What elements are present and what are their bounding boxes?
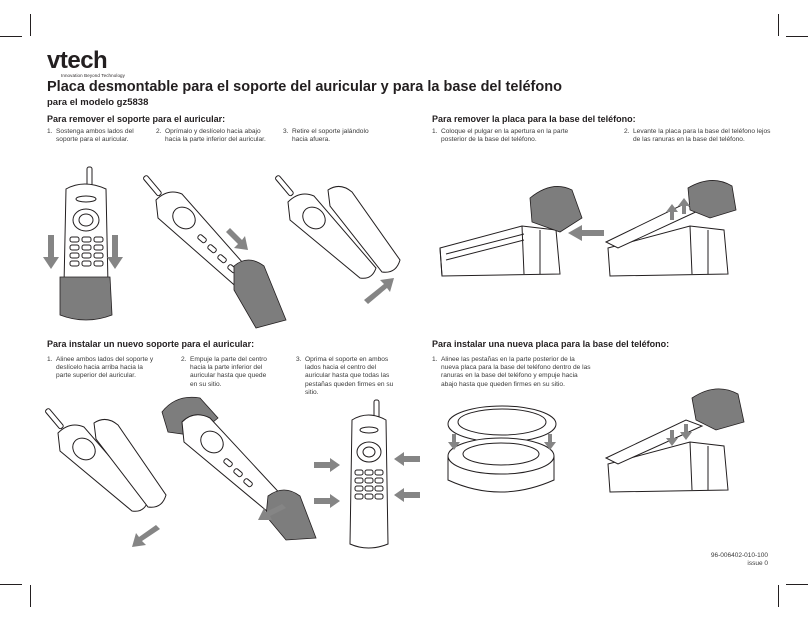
arrow-up-icon [678,198,690,214]
step-text: Retire el soporte jalándolo hacia afuera… [292,128,369,144]
arrow-down-right-icon [226,228,248,250]
crop-mark [786,584,808,585]
step-text: Oprímalo y deslícelo hacia abajo hacia l… [165,128,266,144]
crop-mark [786,36,808,37]
arrow-left-icon [568,225,604,241]
page-title: Placa desmontable para el soporte del au… [47,79,562,95]
step-remove-plate-1: 1. Coloque el pulgar en la apertura en l… [432,128,572,144]
section-heading-remove-clip: Para remover el soporte para el auricula… [47,114,226,124]
step-remove-clip-1: 1. Sostenga ambos lados del soporte para… [47,128,139,144]
arrow-right-icon [314,494,340,508]
step-remove-plate-2: 2. Levante la placa para la base del tel… [624,128,774,144]
step-number: 2. [624,128,630,135]
section-heading-install-clip: Para instalar un nuevo soporte para el a… [47,339,255,349]
step-number: 1. [47,128,53,135]
base-remove-step1-illustration [439,186,604,277]
hand-icon [59,276,113,321]
arrow-down-icon [43,235,59,269]
hand-icon [233,259,287,329]
crop-mark [778,585,779,607]
step-text: Levante la placa para la base del teléfo… [633,128,771,144]
step-text: Alinee las pestañas en la parte posterio… [441,356,591,388]
step-text: Sostenga ambos lados del soporte para el… [56,128,134,144]
phone-base [607,441,729,493]
step-text: Oprima el soporte en ambos lados hacia e… [305,356,394,396]
step-remove-clip-2: 2. Oprímalo y deslícelo hacia abajo haci… [156,128,274,144]
base-remove-step2-illustration [604,180,737,277]
step-number: 1. [432,356,438,363]
step-install-plate-1: 1. Alinee las pestañas en la parte poste… [432,356,592,389]
crop-mark [778,14,779,36]
arrow-down-icon [448,434,460,450]
document-id: 96-006402-010-100 issue 0 [711,552,768,569]
base-plate [604,419,704,465]
issue-label: issue 0 [747,560,768,568]
crop-mark [0,36,22,37]
arrow-up-right-icon [364,278,394,304]
arrow-down-icon [680,424,692,440]
clip-install-step1-illustration [45,408,167,547]
step-remove-clip-3: 3. Retire el soporte jalándolo hacia afu… [283,128,381,144]
plate-install-press-illustration [604,388,745,493]
step-install-clip-2: 2. Empuje la parte del centro hacia la p… [181,356,273,389]
arrow-down-left-icon [258,504,286,520]
phone-base [607,225,729,277]
doc-number: 96-006402-010-100 [710,552,768,559]
clip-install-step3-illustration [314,399,420,549]
hand-icon [687,180,737,219]
step-number: 3. [296,356,302,363]
handset-clip-removed-illustration [275,175,401,304]
step-number: 3. [283,128,289,135]
handset-earpiece [75,195,97,203]
hand-icon [529,186,583,233]
arrow-down-left-icon [132,525,160,547]
crop-mark [30,14,31,36]
step-number: 1. [432,128,438,135]
handset-slide-illustration [143,175,287,329]
page-subtitle: para el modelo gz5838 [47,97,149,108]
belt-clip [93,419,167,508]
handset-front-illustration [43,166,123,321]
step-text: Empuje la parte del centro hacia la part… [190,356,267,388]
step-number: 2. [156,128,162,135]
hand-icon [691,388,745,431]
section-heading-install-plate: Para instalar una nueva placa para la ba… [432,339,670,349]
handset-nav-key [72,208,100,232]
step-number: 1. [47,356,53,363]
arrow-left-icon [394,452,420,466]
vtech-logo: vtech Innovation Beyond Technology [47,47,126,79]
arrow-down-icon [544,434,556,450]
arrow-down-icon [666,430,678,446]
section-heading-remove-plate: Para remover la placa para la base del t… [432,114,636,124]
plate-install-round-base-illustration [447,405,557,493]
clip-install-step2-illustration [161,396,317,541]
logo-wordmark: vtech [47,47,108,74]
step-text: Alinee ambos lados del soporte y deslíce… [56,356,154,380]
step-text: Coloque el pulgar en la apertura en la p… [441,128,569,144]
arrow-down-icon [107,235,123,269]
step-number: 2. [181,356,187,363]
step-install-clip-3: 3. Oprima el soporte en ambos lados haci… [296,356,394,397]
arrow-right-icon [314,458,340,472]
crop-mark [0,584,22,585]
arrow-left-icon [394,488,420,502]
logo-tagline: Innovation Beyond Technology [61,73,126,78]
crop-mark [30,585,31,607]
step-install-clip-1: 1. Alinee ambos lados del soporte y desl… [47,356,157,381]
belt-clip [327,186,401,273]
arrow-up-icon [666,204,678,220]
hand-icon [265,489,317,541]
